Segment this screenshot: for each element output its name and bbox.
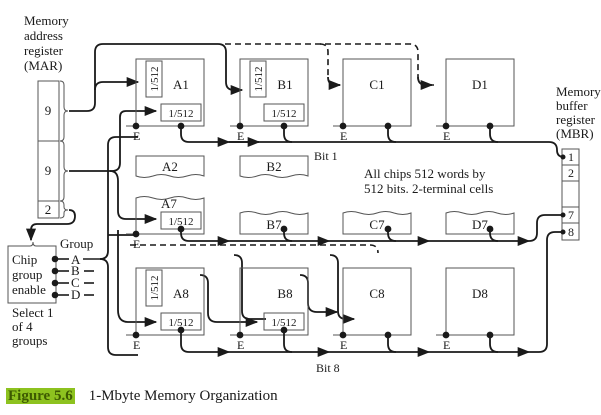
note-line-1: All chips 512 words by (364, 166, 486, 181)
figure-caption: Figure 5.6 1-Mbyte Memory Organization (6, 388, 278, 405)
mar-label-line: register (24, 43, 64, 58)
enable-label: E (340, 129, 347, 143)
cge-label-line: group (12, 267, 42, 282)
mar-field-column: 9 (45, 163, 52, 178)
mar-braces (59, 80, 69, 219)
mbr-cell: 7 (568, 208, 574, 222)
b1-row-decoder: 1/512 (253, 66, 265, 91)
mbr-label: Memory buffer register (MBR) (556, 84, 601, 141)
group-lines (51, 255, 100, 299)
mbr-cell: 2 (568, 166, 574, 180)
group-b-label: B (71, 263, 80, 278)
chip-a8: A8 (173, 286, 189, 301)
mar-field-group: 2 (45, 202, 52, 217)
note-line-2: 512 bits. 2-terminal cells (364, 181, 493, 196)
mbr-bit-8-node (560, 229, 566, 235)
chip-c8: C8 (369, 286, 384, 301)
chip-b8: B8 (277, 286, 292, 301)
chip-a7: A7 (161, 196, 177, 211)
enable-label: E (340, 338, 347, 352)
chip-group-enable-box: Chip group enable (7, 241, 57, 304)
enable-label: E (237, 338, 244, 352)
figure-number: Figure 5.6 (6, 388, 75, 404)
b8-column-decoder: 1/512 (271, 317, 296, 329)
a1-row-decoder: 1/512 (149, 66, 161, 91)
row-8-wiring (132, 231, 562, 358)
enable-label: E (443, 338, 450, 352)
select-label-line: of 4 (12, 319, 33, 334)
memory-organization-diagram: Memory address register (MAR) 9 9 2 Chip… (7, 13, 601, 375)
group-d-label: D (71, 287, 80, 302)
mbr-cell: 8 (568, 225, 574, 239)
chip-d8: D8 (472, 286, 488, 301)
chip-b1: B1 (277, 77, 292, 92)
mbr-label-line: register (556, 112, 596, 127)
enable-label: E (133, 338, 140, 352)
mbr-cell: 1 (568, 150, 574, 164)
mbr-bit-1-node (560, 154, 566, 160)
chip-c7: C7 (369, 217, 385, 232)
select-label-line: groups (12, 333, 47, 348)
a8-row-decoder: 1/512 (149, 275, 161, 300)
enable-label: E (237, 129, 244, 143)
mbr-label-line: buffer (556, 98, 588, 113)
enable-label: E (443, 129, 450, 143)
row-7-wiring (132, 214, 562, 247)
mar-label-line: (MAR) (24, 58, 62, 73)
a8-column-decoder: 1/512 (168, 317, 193, 329)
mar-label: Memory address register (MAR) (24, 13, 69, 73)
a1-column-decoder: 1/512 (168, 108, 193, 120)
chip-b7: B7 (266, 217, 282, 232)
mar-field-row: 9 (45, 103, 52, 118)
mar-label-line: address (24, 28, 63, 43)
mar-register (37, 80, 60, 219)
cge-label-line: enable (12, 282, 46, 297)
group-c-label: C (71, 275, 80, 290)
chip-c1: C1 (369, 77, 384, 92)
bit-8-label: Bit 8 (316, 361, 340, 375)
chip-a1: A1 (173, 77, 189, 92)
figure-title: 1-Mbyte Memory Organization (88, 388, 278, 404)
cge-label-line: Chip (12, 252, 37, 267)
chip-row-2 (135, 155, 309, 178)
enable-label: E (133, 237, 140, 251)
group-a-label: A (71, 252, 81, 267)
mbr-register (561, 148, 580, 241)
chip-b2: B2 (266, 159, 281, 174)
mbr-bit-7-node (560, 212, 566, 218)
chip-d7: D7 (472, 217, 488, 232)
a7-column-decoder: 1/512 (168, 216, 193, 228)
chip-a2: A2 (162, 159, 178, 174)
chip-row-8 (126, 267, 515, 336)
mbr-label-line: Memory (556, 84, 601, 99)
chip-d1: D1 (472, 77, 488, 92)
enable-label: E (133, 129, 140, 143)
mar-label-line: Memory (24, 13, 69, 28)
bit-1-line (180, 126, 565, 158)
select-label-line: Select 1 (12, 305, 54, 320)
bit-1-label: Bit 1 (314, 149, 338, 163)
b1-column-decoder: 1/512 (271, 108, 296, 120)
mbr-label-line: (MBR) (556, 126, 594, 141)
group-label: Group (60, 236, 93, 251)
